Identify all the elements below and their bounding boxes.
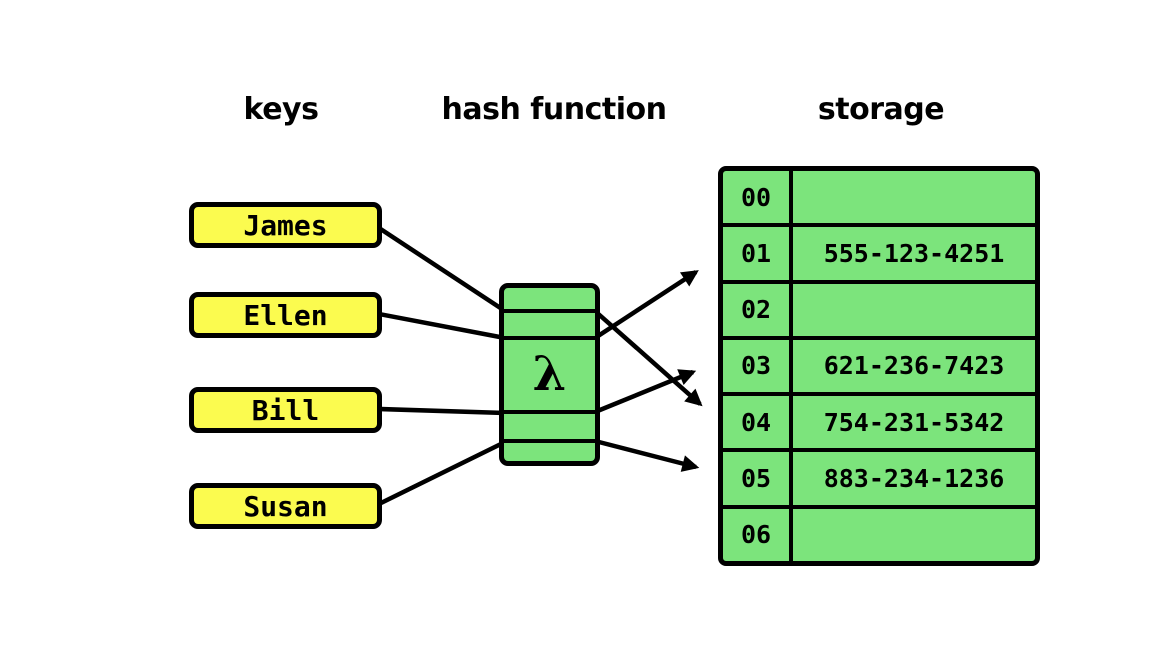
storage-value: 754-231-5342 — [823, 407, 1005, 437]
arrow-hash-to-slot-05 — [594, 438, 700, 472]
hash-slot-divider — [503, 439, 596, 443]
hash-function-box: λ — [499, 283, 600, 466]
storage-row-05: 05 883-234-1236 — [723, 452, 1035, 509]
hash-slot-divider — [503, 410, 596, 414]
key-box-james: James — [189, 202, 382, 248]
key-label-james: James — [243, 208, 328, 242]
arrow-hash-to-slot-01 — [593, 270, 699, 340]
storage-value: 883-234-1236 — [823, 464, 1005, 494]
storage-value: 555-123-4251 — [823, 238, 1005, 268]
storage-index: 01 — [723, 227, 793, 280]
hash-slot-divider — [503, 336, 596, 340]
line-bill-to-hash — [378, 406, 506, 416]
storage-value: 621-236-7423 — [823, 351, 1005, 381]
storage-column-header: storage — [817, 92, 945, 127]
key-box-susan: Susan — [189, 483, 382, 529]
storage-row-03: 03 621-236-7423 — [723, 339, 1035, 397]
keys-column-header: keys — [243, 92, 319, 127]
storage-index: 03 — [723, 339, 793, 393]
storage-row-00: 00 — [723, 171, 1035, 228]
key-box-ellen: Ellen — [189, 292, 382, 338]
storage-index: 00 — [723, 171, 793, 224]
line-susan-to-hash — [380, 439, 506, 506]
storage-row-04: 04 754-231-5342 — [723, 396, 1035, 453]
key-label-ellen: Ellen — [243, 298, 328, 332]
storage-row-01: 01 555-123-4251 — [723, 227, 1035, 284]
key-box-bill: Bill — [189, 387, 382, 433]
key-label-bill: Bill — [251, 393, 320, 427]
storage-index: 05 — [723, 452, 793, 505]
line-james-to-hash — [377, 226, 507, 313]
storage-table: 00 01 555-123-4251 02 03 621-236-7423 04… — [718, 166, 1040, 566]
storage-value — [793, 509, 1035, 561]
storage-row-06: 06 — [723, 508, 1035, 561]
storage-row-02: 02 — [723, 283, 1035, 340]
storage-value — [793, 284, 1035, 336]
storage-index: 06 — [723, 508, 793, 561]
arrow-hash-to-slot-04 — [593, 309, 703, 407]
key-label-susan: Susan — [243, 489, 328, 523]
storage-index: 04 — [723, 396, 793, 449]
hash-slot-divider — [503, 309, 596, 313]
hash-function-column-header: hash function — [441, 92, 667, 127]
storage-index: 02 — [723, 283, 793, 336]
line-ellen-to-hash — [378, 311, 506, 341]
arrow-hash-to-slot-03 — [594, 369, 697, 415]
lambda-symbol: λ — [532, 346, 567, 402]
storage-value — [793, 171, 1035, 223]
